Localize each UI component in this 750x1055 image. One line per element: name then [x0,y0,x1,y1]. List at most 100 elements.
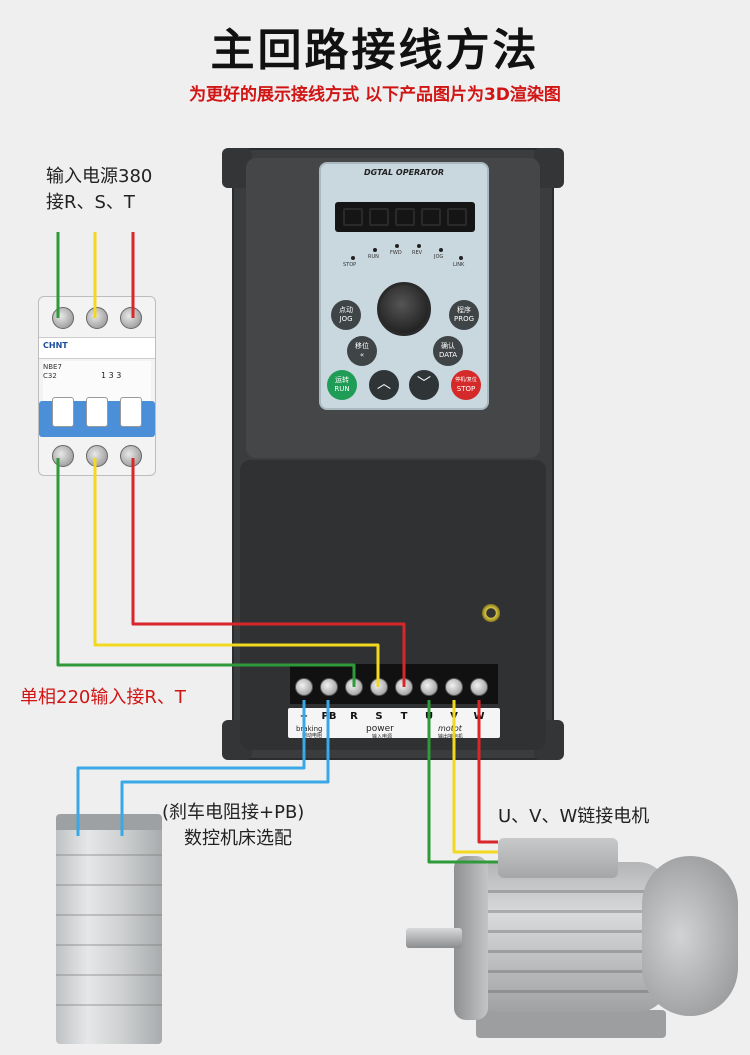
breaker-bottom-screw-2 [86,445,108,467]
breaker-model: NBE7 [43,363,62,371]
breaker-bottom-screw-3 [120,445,142,467]
resistor-rib [56,884,162,886]
up-arrow-button[interactable]: ︿ [369,370,399,400]
breaker-pole-marks: 1 3 3 [101,371,121,380]
display-digit-2 [369,208,389,226]
resistor-rib [56,854,162,856]
prog-button[interactable]: 程序 PROG [449,300,479,330]
inverter-lower-cover [240,460,546,750]
led-label-rev: REV [412,250,423,256]
breaker-brand: CHNT [43,341,68,350]
led-stop [351,256,355,260]
page-title: 主回路接线方法 [210,25,540,76]
jog-button-cn: 点动 [339,306,353,314]
data-button[interactable]: 确认 DATA [433,336,463,366]
breaker-top-screw-3 [120,307,142,329]
page-subtitle: 为更好的展示接线方式 以下产品图片为3D渲染图 [189,85,561,105]
electric-motor [406,838,746,1048]
display-digit-5 [447,208,467,226]
breaker-model-info: NBE7 C32 [43,363,62,381]
terminal-label-v: V [450,711,458,722]
breaker-pole-mark-2: 3 [108,371,114,380]
potentiometer-knob[interactable] [377,282,431,336]
motor-fin [468,950,668,953]
motor-fan-cover [642,856,738,1016]
input-power-label-line2: 接R、S、T [46,192,135,213]
led-fwd [395,244,399,248]
terminal-group-power: power [366,724,394,734]
shift-button-cn: 移位 [355,342,369,350]
motor-shaft [406,928,462,948]
breaker-top-screw-2 [86,307,108,329]
motor-fin [468,990,668,993]
panel-title: DGTAL OPERATOR [363,168,445,177]
terminal-label-t: T [400,711,408,722]
breaker-lever-2[interactable] [86,397,108,427]
brake-resistor-cap [56,814,162,830]
run-button-en: RUN [334,385,350,393]
motor-fin [468,910,668,913]
motor-fin [468,970,668,973]
stop-button[interactable]: 停机/复位 STOP [451,370,481,400]
brake-resistor-label-line1: (刹车电阻接+PB) [162,802,305,823]
motor-fin [468,890,668,893]
shift-button-icon: « [359,351,365,359]
terminal-label-r: R [350,711,358,722]
terminal-label-plus: + [299,711,309,722]
motor-foot [476,1010,666,1038]
terminal-group-motor: motot [438,724,462,733]
terminal-group-braking-cn: 制动电阻 [302,733,323,739]
circuit-breaker: CHNT NBE7 C32 1 3 3 [38,296,156,476]
resistor-rib [56,1004,162,1006]
led-display [335,202,475,232]
terminal-label-u: U [424,711,434,722]
breaker-pole-mark-1: 1 [101,371,107,380]
terminal-group-power-cn: 输入电源 [372,734,393,740]
terminal-screw-u[interactable] [420,678,438,696]
terminal-screw-pb[interactable] [320,678,338,696]
input-power-label: 输入电源380 接R、S、T [46,164,152,216]
data-button-en: DATA [438,351,458,359]
breaker-pole-mark-3: 3 [116,371,122,380]
resistor-rib [56,914,162,916]
led-link [459,256,463,260]
motor-fin [468,930,668,933]
led-rev [417,244,421,248]
motor-connect-label: U、V、W链接电机 [498,806,650,827]
breaker-lever-3[interactable] [120,397,142,427]
motor-terminal-box [498,838,618,878]
prog-button-cn: 程序 [457,306,471,314]
resistor-rib [56,974,162,976]
terminal-screw-t[interactable] [395,678,413,696]
down-arrow-button[interactable]: ﹀ [409,370,439,400]
operator-panel: DGTAL OPERATOR STOP RUN FWD REV JOG LINK… [319,162,489,410]
display-digit-3 [395,208,415,226]
terminal-screw-s[interactable] [370,678,388,696]
motor-body [468,862,668,1012]
shift-button[interactable]: 移位 « [347,336,377,366]
terminal-screw-r[interactable] [345,678,363,696]
breaker-lever-1[interactable] [52,397,74,427]
led-label-link: LINK [453,262,465,268]
led-label-stop: STOP [343,262,357,268]
breaker-label-band [39,337,155,359]
stop-button-en: STOP [456,385,476,393]
jog-button[interactable]: 点动 JOG [331,300,361,330]
data-button-cn: 确认 [441,342,455,350]
brake-resistor-label-line2: 数控机床选配 [184,828,292,849]
brake-resistor [56,814,162,1044]
terminal-label-s: S [375,711,383,722]
led-jog [439,248,443,252]
led-label-fwd: FWD [390,250,402,256]
breaker-top-screw-1 [52,307,74,329]
display-digit-1 [343,208,363,226]
terminal-screw-w[interactable] [470,678,488,696]
terminal-screw-plus[interactable] [295,678,313,696]
terminal-screw-v[interactable] [445,678,463,696]
display-digit-4 [421,208,441,226]
terminal-group-motor-cn: 输出接电机 [438,734,464,740]
breaker-rating: C32 [43,372,57,380]
jog-button-en: JOG [339,315,353,323]
run-button[interactable]: 运转 RUN [327,370,357,400]
stop-button-cn: 停机/复位 [455,377,477,383]
